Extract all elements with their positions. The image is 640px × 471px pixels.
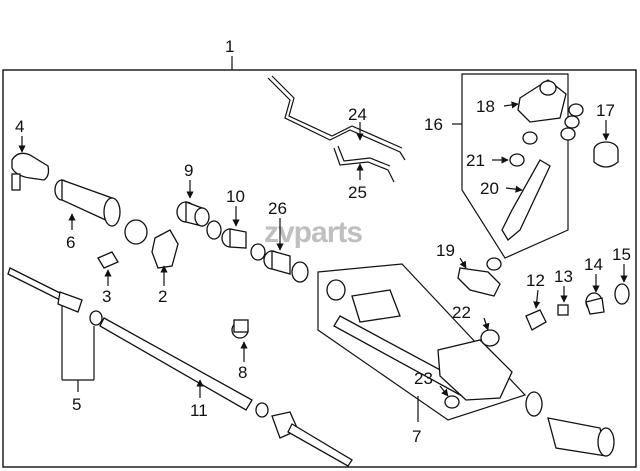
pressure-tube-part-25b bbox=[337, 145, 391, 167]
insulator-part-3 bbox=[97, 251, 119, 269]
callout-12: 12 bbox=[526, 271, 545, 290]
leader-19 bbox=[459, 257, 467, 269]
callout-15: 15 bbox=[612, 245, 631, 264]
callout-9: 9 bbox=[184, 161, 193, 180]
pressure-tube-part-24 bbox=[267, 77, 406, 161]
ring-part-b bbox=[250, 243, 266, 261]
valve-housing-part-18 bbox=[517, 79, 567, 123]
bushing-part-9 bbox=[176, 201, 210, 227]
bracket-part-2 bbox=[151, 229, 179, 269]
leader-20 bbox=[505, 185, 523, 193]
pressure-tube-part-24b bbox=[271, 75, 403, 149]
leader-22 bbox=[482, 317, 490, 331]
callout-6: 6 bbox=[66, 233, 75, 252]
callout-18: 18 bbox=[476, 97, 495, 116]
gasket-part-19 bbox=[457, 267, 501, 297]
callout-10: 10 bbox=[226, 187, 245, 206]
callout-4: 4 bbox=[15, 117, 24, 136]
rack-housing-part-7 bbox=[326, 279, 513, 401]
leader-12 bbox=[533, 289, 541, 309]
callout-22: 22 bbox=[452, 303, 471, 322]
valve-shaft-part-20 bbox=[501, 159, 551, 241]
bushing-part-10 bbox=[221, 228, 247, 249]
callout-23: 23 bbox=[414, 369, 433, 388]
diagram-frame bbox=[2, 69, 637, 468]
callout-13: 13 bbox=[554, 267, 573, 286]
o-ring-b bbox=[486, 257, 502, 271]
callout-2: 2 bbox=[158, 287, 167, 306]
callout-24: 24 bbox=[348, 105, 367, 124]
callout-5: 5 bbox=[72, 395, 81, 414]
callout-3: 3 bbox=[102, 287, 111, 306]
watermark: zvparts bbox=[264, 216, 362, 249]
seal-part-21 bbox=[509, 153, 525, 167]
plug-part-23 bbox=[444, 395, 460, 409]
callout-16: 16 bbox=[424, 115, 443, 134]
callout-14: 14 bbox=[584, 255, 603, 274]
ring-part bbox=[206, 220, 222, 240]
bushing-part-26 bbox=[263, 250, 291, 275]
seal-part-17 bbox=[593, 141, 619, 168]
callout-8: 8 bbox=[238, 363, 247, 382]
o-ring bbox=[291, 261, 309, 283]
callout-21: 21 bbox=[466, 151, 485, 170]
rack-end bbox=[255, 402, 269, 418]
seal-stack bbox=[522, 103, 584, 145]
callout-1: 1 bbox=[225, 37, 234, 56]
group-box-7 bbox=[317, 263, 527, 421]
rack-shaft-part-11 bbox=[99, 317, 253, 411]
tie-rod-part-5 bbox=[7, 267, 103, 326]
callout-19: 19 bbox=[436, 241, 455, 260]
pressure-tube-part-25 bbox=[333, 147, 395, 183]
callout-20: 20 bbox=[480, 179, 499, 198]
callout-7: 7 bbox=[412, 427, 421, 446]
callout-25: 25 bbox=[348, 183, 367, 202]
ring-part-15 bbox=[614, 283, 630, 305]
bellows-boot-part-6 bbox=[54, 179, 121, 227]
bushing-part-14 bbox=[585, 292, 605, 315]
bellows-boot-right bbox=[525, 391, 615, 457]
screw-part-13 bbox=[557, 304, 569, 316]
ball-joint-part-4 bbox=[11, 152, 50, 191]
callout-26: 26 bbox=[268, 199, 287, 218]
end-cap-part-12 bbox=[525, 309, 547, 331]
callout-17: 17 bbox=[596, 101, 615, 120]
group-box-16 bbox=[461, 73, 569, 259]
clamp-ring bbox=[124, 219, 148, 245]
inner-tie-rod bbox=[271, 411, 353, 467]
leader-18 bbox=[503, 101, 519, 109]
callout-11: 11 bbox=[190, 401, 208, 420]
bushing-part-8 bbox=[231, 319, 249, 339]
leader-23 bbox=[439, 385, 449, 397]
